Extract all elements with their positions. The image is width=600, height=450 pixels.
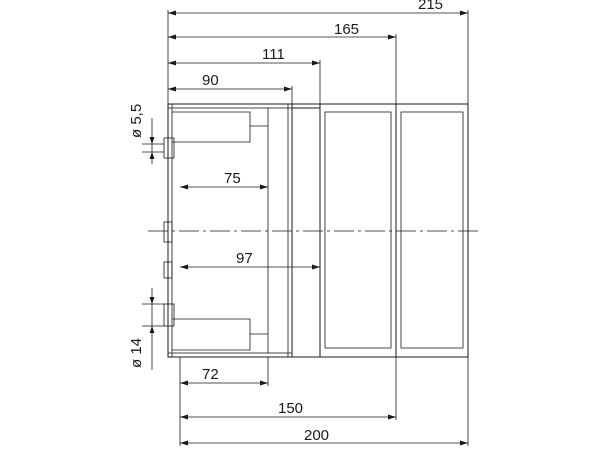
- housing-bottom-wall: [167, 352, 293, 358]
- mount-boss-lower-small: [163, 261, 173, 279]
- dim-label-72: 72: [202, 366, 219, 383]
- frame-165-inner: [324, 111, 392, 349]
- housing-outline: [163, 103, 293, 358]
- mount-boss-lower: [163, 303, 175, 327]
- dimension-111: 111: [168, 46, 320, 66]
- extension-lines-bottom: [179, 357, 469, 446]
- frame-165: [319, 103, 397, 358]
- dimension-97: 97: [180, 250, 320, 270]
- diameter-14: ø 14: [128, 288, 164, 370]
- dimension-90: 90: [168, 72, 292, 92]
- lower-component-top: [172, 318, 268, 335]
- dim-label-165: 165: [334, 21, 359, 38]
- frame-215: [395, 103, 469, 358]
- dimension-200: 200: [180, 427, 468, 446]
- mount-boss-middle: [163, 221, 173, 243]
- extension-frames: [291, 103, 469, 358]
- dimension-215: 215: [168, 0, 468, 16]
- upper-component-top: [172, 111, 268, 127]
- dimension-165: 165: [168, 21, 396, 40]
- dim-label-dia-14: ø 14: [128, 338, 145, 368]
- dimension-75: 75: [180, 170, 268, 190]
- mount-boss-upper: [163, 137, 175, 159]
- dimension-72: 72: [180, 366, 268, 386]
- dim-label-150: 150: [278, 400, 303, 417]
- dimension-150: 150: [180, 400, 396, 420]
- dim-label-75: 75: [224, 170, 241, 187]
- dim-label-200: 200: [304, 427, 329, 444]
- housing-left-wall: [167, 103, 173, 358]
- frame-215-inner: [400, 111, 464, 349]
- dim-label-97: 97: [236, 250, 253, 267]
- diameter-5-5: ø 5,5: [128, 104, 164, 164]
- frame-111: [291, 107, 321, 358]
- dim-label-111: 111: [262, 46, 285, 63]
- extension-lines-top: [167, 10, 469, 104]
- dim-label-dia-5-5: ø 5,5: [128, 104, 145, 138]
- dim-label-215: 215: [418, 0, 443, 13]
- housing-right-wall: [287, 103, 293, 358]
- housing-top-wall: [167, 103, 293, 109]
- upper-component-bottom: [172, 126, 251, 143]
- dim-label-90: 90: [202, 72, 219, 89]
- lower-component-bottom: [172, 334, 251, 351]
